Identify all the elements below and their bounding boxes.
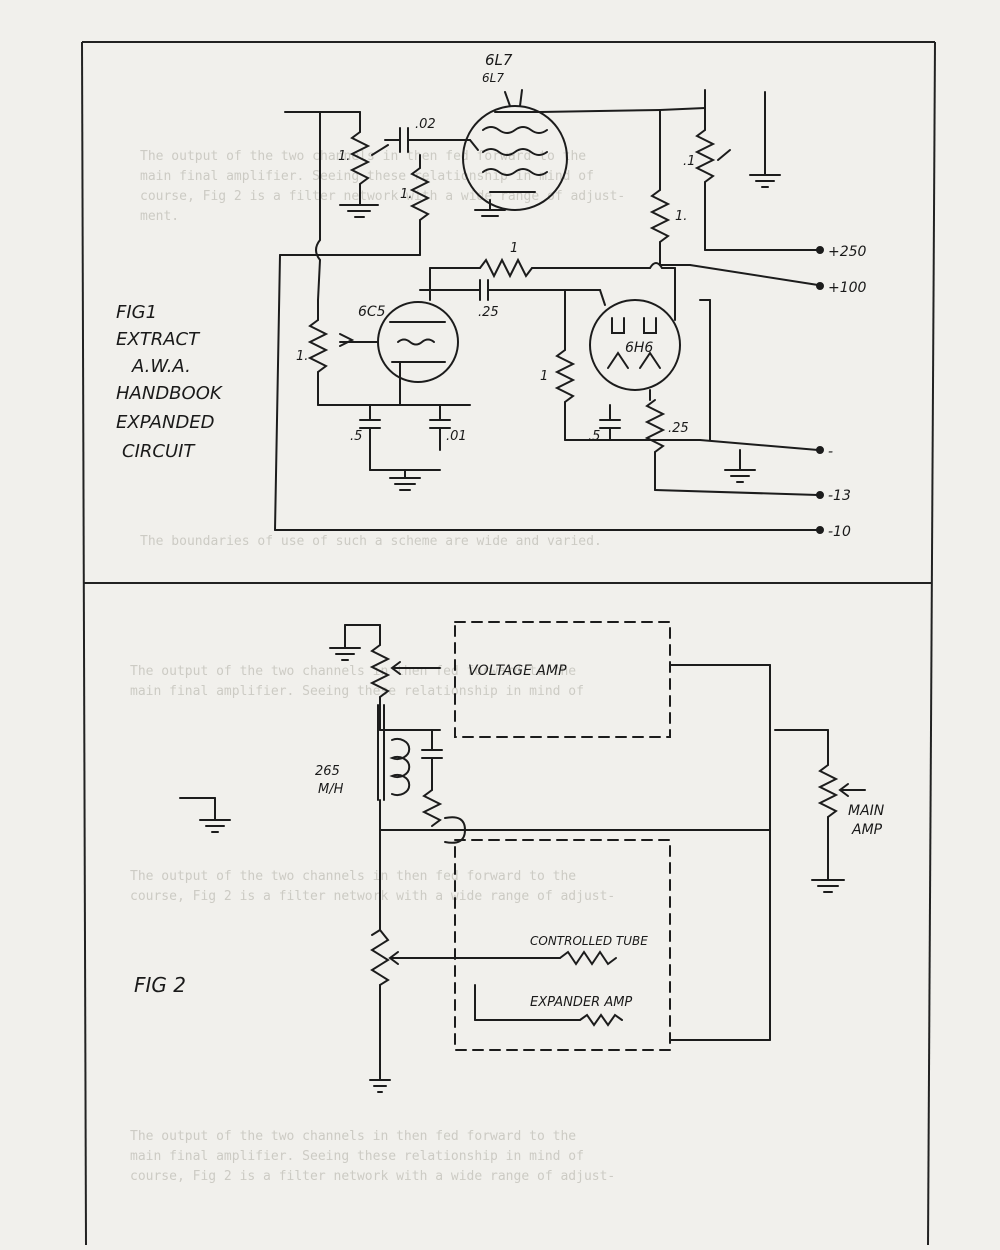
resistor-25-label: .25 (668, 421, 689, 436)
main-amp-label-2: AMP (851, 822, 883, 838)
figure-frame (81, 41, 936, 1246)
resistor-1-pot (307, 319, 329, 373)
ghost-line-9: course, Fig 2 is a filter network with a… (130, 889, 615, 904)
cap-01-label: .01 (446, 429, 467, 444)
fig1-caption-line-1: FIG1 (116, 302, 157, 323)
terminal-minus-13 (816, 491, 824, 499)
resistor-1b (409, 167, 431, 221)
resistor-1-right-label: 1 (540, 369, 548, 384)
fig1-labels: 6L7 6L7 .02 1. 1. .1 1 1. .25 6C5 1. .5 … (116, 51, 867, 540)
resistor-1d-label: .1 (683, 154, 695, 169)
fig1-caption-line-5: EXPANDED (116, 412, 215, 433)
cap-02-label: .02 (415, 117, 436, 132)
tube-6h6-envelope (589, 299, 681, 391)
ghost-line-6: The output of the two channels in then f… (130, 664, 576, 679)
bleed-through-text: The output of the two channels in then f… (130, 149, 625, 1184)
tube-6l7-grid-2 (482, 148, 548, 156)
inductor-265mh (389, 738, 411, 796)
expander-amp-symbol (579, 1013, 623, 1027)
inductor-label-unit: M/H (318, 782, 344, 797)
tube-6h6-cathode-a (607, 351, 629, 369)
resistor-1b-label: 1. (400, 187, 412, 202)
resistor-1-right (554, 349, 576, 403)
fig1-caption-line-3: A.W.A. (131, 356, 191, 377)
fig2-caption: FIG 2 (134, 973, 186, 997)
terminal-minus-label: - (828, 444, 833, 460)
terminal-minus-13-label: -13 (828, 488, 851, 504)
voltage-amp-label: VOLTAGE AMP (468, 663, 567, 679)
terminal-250-label: +250 (828, 244, 867, 260)
resistor-main-amp (817, 764, 839, 818)
controlled-tube-label: CONTROLLED TUBE (530, 934, 648, 948)
terminal-minus (816, 446, 824, 454)
main-amp-label-1: MAIN (848, 803, 885, 819)
ghost-line-1: The output of the two channels in then f… (140, 149, 586, 164)
tube-6h6-plate-b (643, 317, 657, 334)
terminal-minus-10 (816, 526, 824, 534)
fig1-caption: FIG1 EXTRACT A.W.A. HANDBOOK EXPANDED CI… (116, 302, 223, 462)
terminal-100-label: +100 (828, 280, 867, 296)
tube-6l7-alt-label: 6L7 (482, 71, 504, 85)
fig1-caption-line-2: EXTRACT (116, 329, 201, 350)
fig1-caption-line-4: HANDBOOK (116, 383, 223, 404)
inductor-label-value: 265 (315, 764, 340, 779)
ghost-line-11: main final amplifier. Seeing these relat… (130, 1149, 584, 1164)
tube-6c5-envelope (377, 301, 459, 383)
resistor-1c (479, 257, 533, 279)
fig2-labels: VOLTAGE AMP 265 M/H MAIN AMP CONTROLLED … (134, 663, 885, 1010)
resistor-1e (649, 189, 671, 243)
terminal-100 (816, 282, 824, 290)
tube-6l7-grid-1 (482, 126, 548, 134)
expander-amp-box (454, 839, 671, 1051)
resistor-fig2-series (421, 789, 443, 827)
resistor-input-pot (369, 644, 391, 698)
resistor-1d-wiper (717, 149, 731, 161)
ghost-line-3: course, Fig 2 is a filter network with a… (140, 189, 625, 204)
resistor-1a-wiper (371, 144, 389, 156)
ghost-line-8: The output of the two channels in then f… (130, 869, 576, 884)
cap-5-right-label: .5 (588, 429, 600, 444)
tube-6c5-label: 6C5 (358, 304, 386, 320)
tube-6h6-cathode-b (639, 351, 661, 369)
controlled-tube-symbol (559, 950, 617, 966)
tube-6h6-plate-a (611, 317, 625, 334)
fig1-caption-line-6: CIRCUIT (122, 441, 196, 462)
resistor-1a (349, 131, 371, 185)
tube-6l7-envelope (462, 105, 568, 211)
terminal-minus-10-label: -10 (828, 524, 851, 540)
resistor-expander-pot (370, 928, 390, 986)
tube-6h6-label: 6H6 (625, 340, 653, 356)
ghost-line-7: main final amplifier. Seeing these relat… (130, 684, 584, 699)
tube-6c5-grid (397, 338, 435, 346)
ghost-line-10: The output of the two channels in then f… (130, 1129, 576, 1144)
fig2-schematic (179, 621, 866, 1093)
resistor-pot-label: 1. (296, 349, 308, 364)
resistor-1c-label: 1 (510, 241, 518, 256)
terminal-250 (816, 246, 824, 254)
tube-6l7-grid-3 (482, 168, 548, 176)
resistor-1a-label: 1. (338, 149, 350, 164)
resistor-25 (644, 399, 666, 453)
ghost-line-5: The boundaries of use of such a scheme a… (140, 534, 602, 549)
expander-amp-label: EXPANDER AMP (530, 995, 632, 1010)
resistor-1d (694, 129, 716, 183)
ghost-line-4: ment. (140, 209, 179, 224)
voltage-amp-box (454, 621, 671, 738)
ghost-line-12: course, Fig 2 is a filter network with a… (130, 1169, 615, 1184)
fig1-schematic (274, 89, 824, 534)
tube-6l7-label: 6L7 (485, 51, 513, 69)
resistor-1e-label: 1. (675, 209, 687, 224)
cap-5-left-label: .5 (350, 429, 362, 444)
cap-25-label: .25 (478, 305, 499, 320)
